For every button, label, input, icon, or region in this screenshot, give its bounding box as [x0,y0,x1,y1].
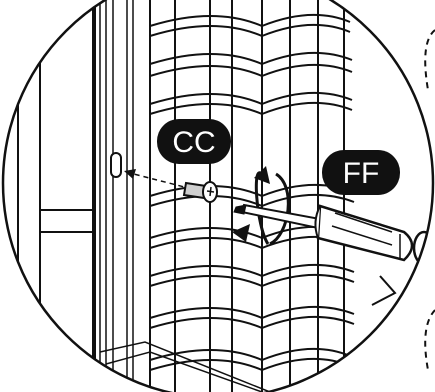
callout-ff: FF [322,150,400,195]
callout-ff-label: FF [343,157,380,190]
callout-cc-label: CC [172,126,215,159]
mounting-slot [111,153,121,177]
callout-cc: CC [157,119,231,164]
